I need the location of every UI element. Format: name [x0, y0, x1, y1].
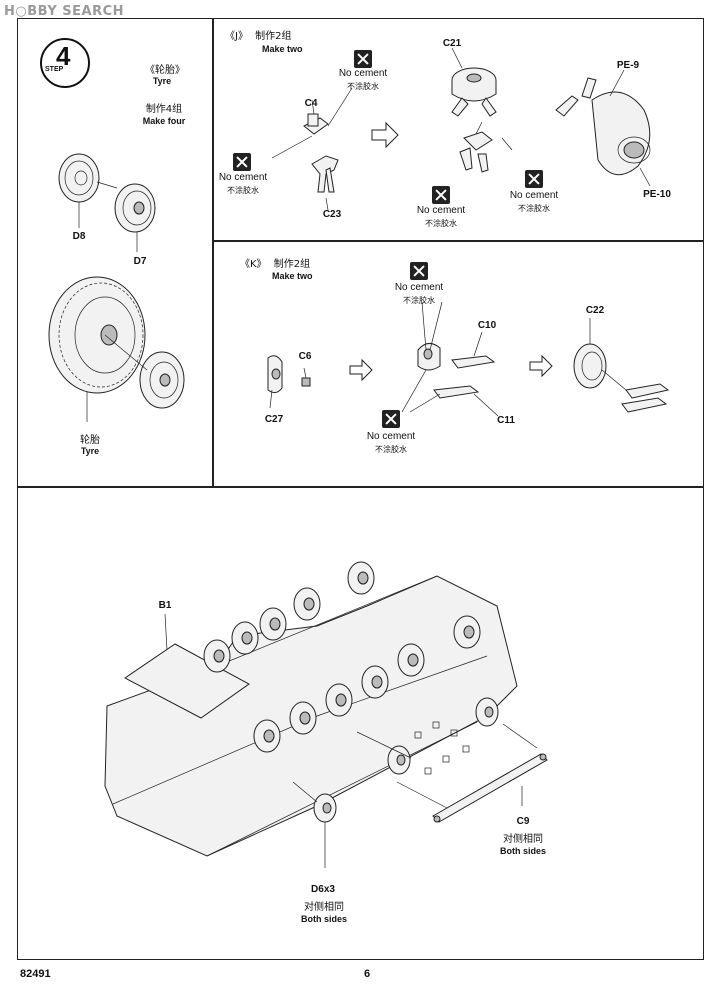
- main-assembly-panel: [17, 486, 704, 960]
- k-title-label: 《K》: [240, 259, 267, 270]
- k-panel: [212, 240, 704, 488]
- d6-both-sides-en: Both sides: [300, 914, 348, 924]
- part-c6-label: C6: [298, 351, 312, 362]
- part-b1-label: B1: [158, 600, 172, 611]
- k-qty-cn: 制作2组: [273, 259, 311, 270]
- tyre-title-cn: 《轮胎》: [145, 65, 185, 76]
- tyre-caption-en: Tyre: [80, 446, 100, 456]
- part-c21-label: C21: [442, 38, 462, 49]
- no-cement-text-cn: 不涂胶水: [227, 186, 259, 195]
- tyre-title-en: Tyre: [152, 76, 172, 86]
- no-cement-text-cn: 不涂胶水: [375, 445, 407, 454]
- tyre-panel: [17, 18, 214, 488]
- part-pe10-label: PE-10: [643, 189, 671, 200]
- page-number: 6: [363, 968, 371, 980]
- no-cement-icon: [233, 153, 251, 171]
- step-badge: 4 STEP: [40, 38, 90, 88]
- step-label: STEP: [45, 66, 64, 73]
- tyre-qty-en: Make four: [142, 116, 186, 126]
- part-d6-label: D6x3: [311, 884, 335, 895]
- no-cement-text: No cement: [509, 190, 559, 201]
- road-wheels: [203, 561, 481, 753]
- part-c23-label: C23: [322, 209, 342, 220]
- no-cement-text: No cement: [394, 282, 444, 293]
- step-number: 4: [56, 41, 71, 71]
- part-c22-label: C22: [585, 305, 605, 316]
- chassis-assembly-drawing: [104, 561, 548, 868]
- k-parts-drawing: [267, 301, 670, 417]
- j-title: 《J》 制作2组: [225, 27, 292, 42]
- no-cement-icon: [525, 170, 543, 188]
- no-cement-icon: [410, 262, 428, 280]
- part-pe9-label: PE-9: [616, 60, 640, 71]
- tyre-caption-cn: 轮胎: [80, 435, 100, 446]
- part-d8-label: D8: [72, 231, 86, 242]
- j-parts-drawing: [271, 47, 651, 211]
- no-cement-text: No cement: [338, 68, 388, 79]
- tyre-qty-cn: 制作4组: [145, 104, 183, 115]
- part-c4-label: C4: [304, 98, 318, 109]
- part-c27-label: C27: [264, 414, 284, 425]
- j-qty-cn: 制作2组: [255, 31, 292, 42]
- part-c11-label: C11: [497, 415, 515, 426]
- no-cement-text: No cement: [218, 172, 268, 183]
- d6-both-sides-cn: 对侧相同: [304, 902, 344, 913]
- j-qty-en: Make two: [262, 44, 303, 54]
- no-cement-text-cn: 不涂胶水: [347, 82, 379, 91]
- no-cement-text: No cement: [366, 431, 416, 442]
- tyre-parts-drawing: [48, 153, 185, 422]
- part-d7-label: D7: [133, 256, 147, 267]
- no-cement-icon: [432, 186, 450, 204]
- no-cement-text-cn: 不涂胶水: [425, 219, 457, 228]
- no-cement-text: No cement: [416, 205, 466, 216]
- c9-both-sides-cn: 对侧相同: [503, 834, 543, 845]
- no-cement-text-cn: 不涂胶水: [403, 296, 435, 305]
- j-title-label: 《J》: [225, 31, 248, 42]
- k-title: 《K》 制作2组: [240, 255, 310, 270]
- no-cement-icon: [354, 50, 372, 68]
- no-cement-icon: [382, 410, 400, 428]
- part-c10-label: C10: [477, 320, 497, 331]
- part-c9-label: C9: [516, 816, 530, 827]
- kit-code: 82491: [20, 968, 51, 980]
- j-panel: [212, 18, 704, 242]
- c9-both-sides-en: Both sides: [499, 846, 547, 856]
- no-cement-text-cn: 不涂胶水: [518, 204, 550, 213]
- k-qty-en: Make two: [272, 271, 313, 281]
- watermark-logo: H○BBY SEARCH: [4, 4, 125, 19]
